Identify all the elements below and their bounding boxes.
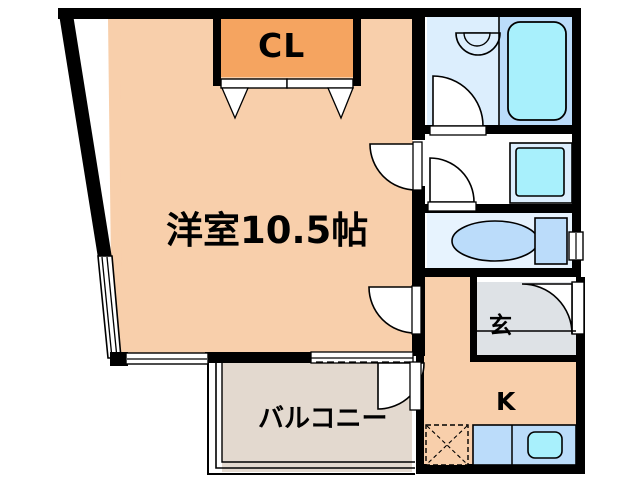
- balcony-railing-inner2: [221, 362, 415, 463]
- wall-genkan-bottom: [470, 355, 580, 362]
- window-slant-line1: [101, 256, 113, 359]
- door-washroom[interactable]: [427, 157, 477, 212]
- door-balcony[interactable]: [377, 361, 425, 411]
- closet-door-left[interactable]: [220, 78, 288, 89]
- room-label-entrance: 玄: [489, 313, 512, 339]
- door-bathroom[interactable]: [429, 75, 487, 136]
- entrance-doorframe: [571, 281, 585, 335]
- closet-fill: [219, 17, 357, 77]
- wall-toilet-bottom: [421, 268, 581, 277]
- room-label-balcony: バルコニー: [258, 404, 388, 434]
- wall-wash-right: [572, 125, 581, 213]
- balcony-railing-inner: [215, 362, 415, 469]
- wall-closet-right: [353, 8, 361, 80]
- washer-x-1: [426, 425, 468, 465]
- wall-closet-bottom-l: [213, 76, 221, 86]
- door-entrance[interactable]: [521, 283, 573, 335]
- closet-door-right[interactable]: [286, 78, 354, 89]
- wall-top: [58, 8, 416, 19]
- wall-closet-bottom-r: [353, 76, 361, 86]
- bath-basin-inner: [463, 32, 491, 47]
- wall-balcony-left-stub: [110, 352, 128, 366]
- balcony-fill: [222, 360, 412, 472]
- door-main-upper[interactable]: [369, 141, 423, 191]
- wall-slant-left: [58, 8, 112, 258]
- kitchen-sink: [527, 431, 563, 459]
- wall-bottom-outer: [416, 464, 585, 474]
- bathtub: [507, 21, 567, 121]
- closet-door-swing-right: [327, 87, 354, 120]
- vanity-sink: [515, 147, 565, 197]
- wall-genkan-left: [470, 277, 477, 362]
- wall-bath-top: [421, 8, 581, 17]
- balcony-railing: [207, 362, 415, 475]
- wall-entrance-right: [576, 277, 585, 472]
- wall-bath-bottom: [421, 125, 581, 134]
- closet-door-swing-left: [221, 87, 249, 120]
- wall-wash-bottom: [421, 204, 581, 213]
- wall-main-right-a: [412, 8, 425, 140]
- washer-x-2: [426, 425, 468, 465]
- wall-toilet-right-b: [572, 258, 581, 276]
- toilet-tank: [534, 217, 568, 265]
- door-main-lower[interactable]: [368, 285, 422, 335]
- wall-bath-right: [572, 8, 581, 130]
- wall-closet-left: [213, 8, 221, 80]
- toilet-bowl: [451, 220, 539, 262]
- room-label-closet: CL: [258, 26, 306, 65]
- window-slant-line2: [106, 256, 118, 359]
- room-label-main: 洋室10.5帖: [166, 209, 369, 252]
- wall-balcony-header: [205, 352, 413, 363]
- wall-toilet-right: [572, 213, 581, 235]
- room-label-kitchen: K: [496, 387, 516, 416]
